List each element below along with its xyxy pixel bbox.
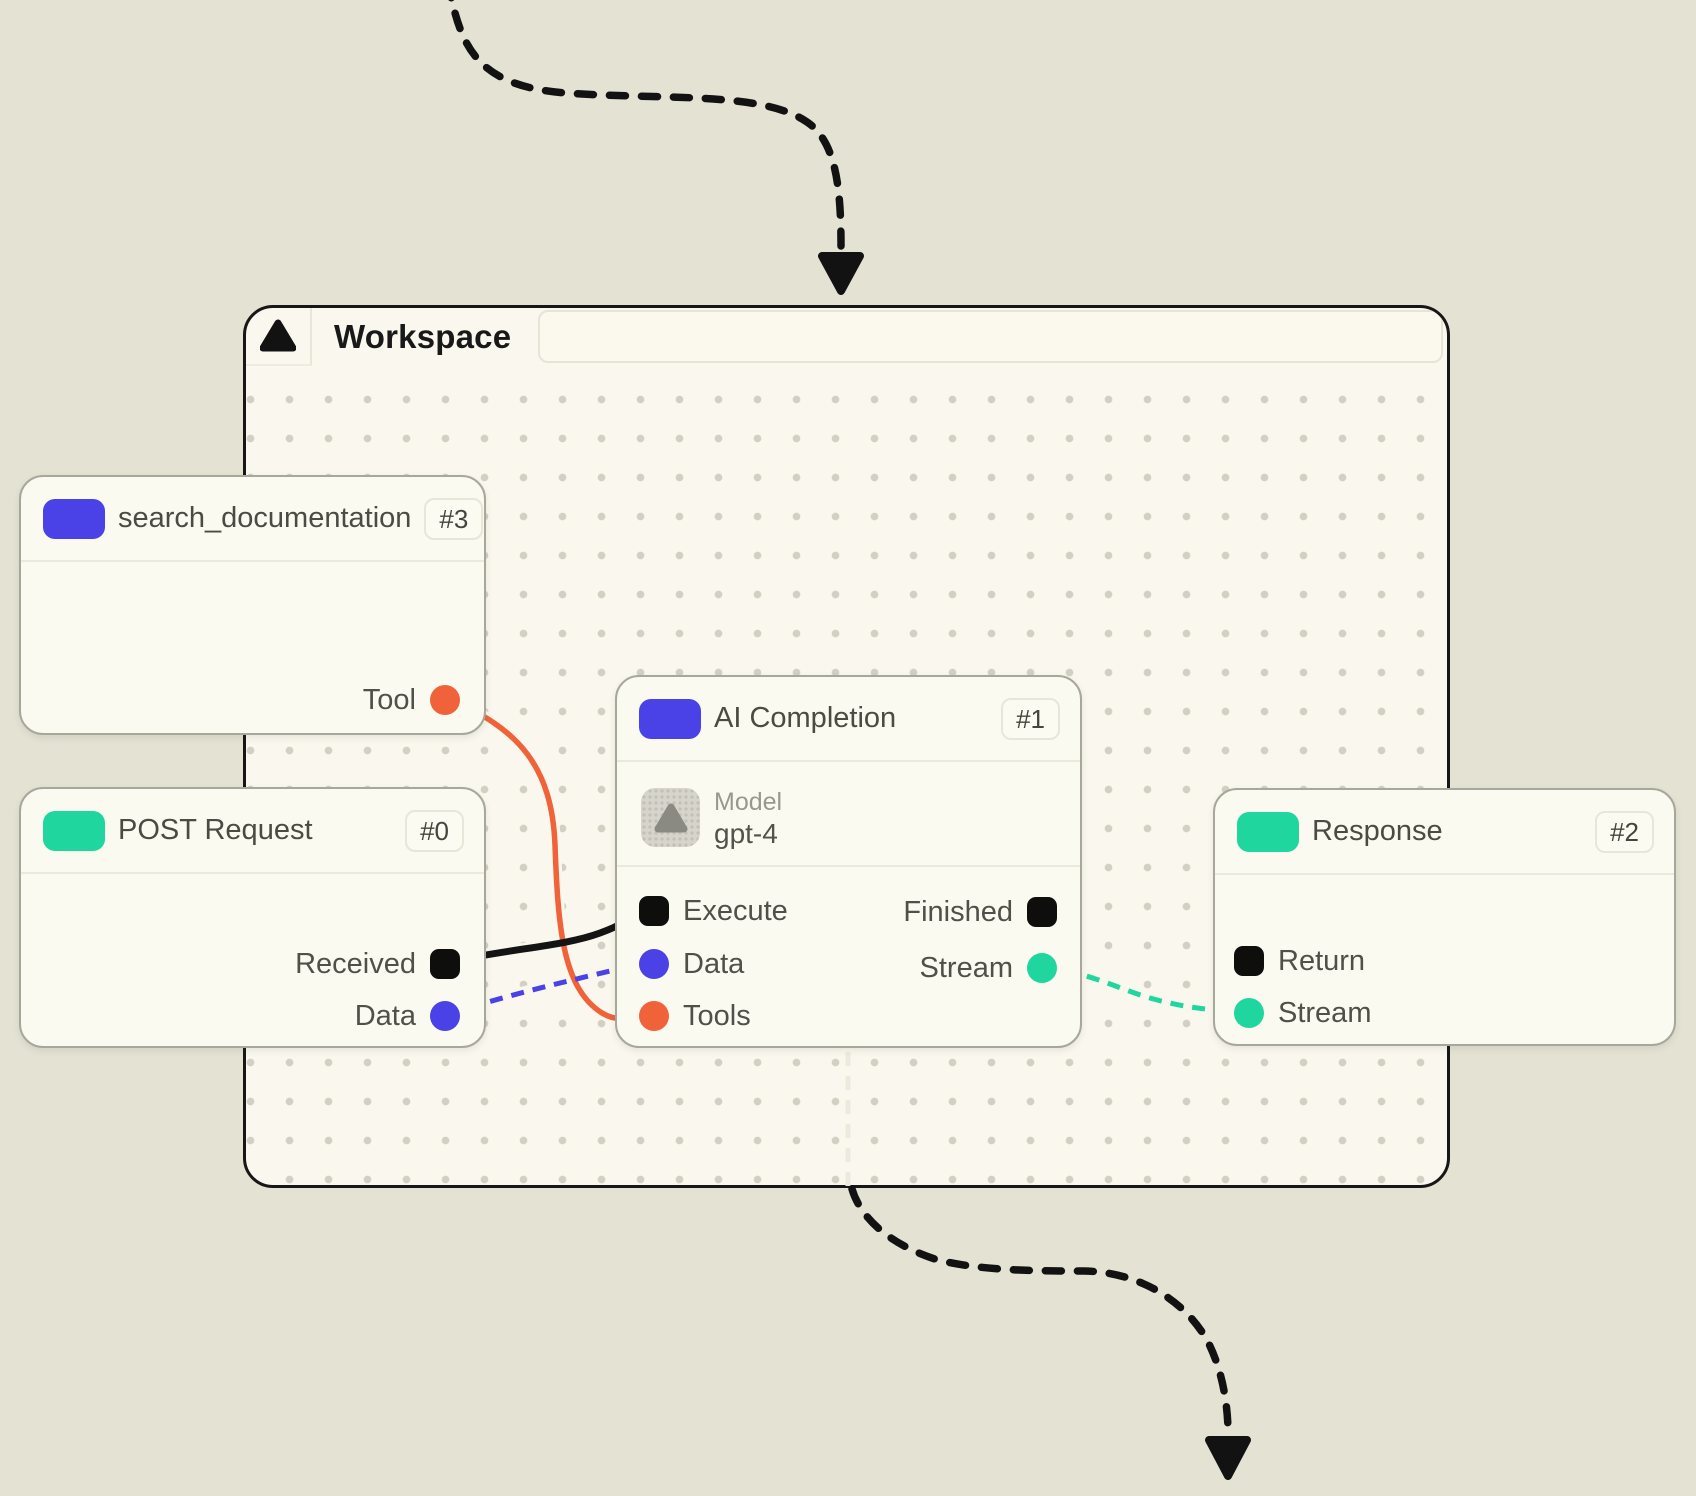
request-node-icon	[43, 810, 105, 851]
port-row-data: Data	[355, 1001, 460, 1031]
node-id-badge: #0	[405, 809, 464, 852]
port-row-received: Received	[295, 949, 460, 979]
stream-output-port[interactable]	[1027, 953, 1057, 983]
model-field-label: Model	[714, 788, 783, 816]
port-label-stream: Stream	[919, 952, 1013, 984]
node-id-badge: #3	[424, 497, 484, 540]
port-label-data: Data	[683, 948, 745, 980]
node-post-request-header: POST Request #0	[21, 789, 484, 874]
incoming-flow-arrow	[447, 0, 845, 250]
port-label-tool: Tool	[362, 684, 416, 716]
node-id-badge: #2	[1595, 810, 1654, 853]
port-label-received: Received	[295, 948, 416, 980]
return-input-port[interactable]	[1234, 946, 1264, 976]
port-row-stream: Stream	[1234, 998, 1371, 1028]
port-row-tool: Tool	[363, 685, 460, 715]
node-search-documentation[interactable]: search_documentation #3 Tool	[19, 475, 486, 735]
port-label-tools: Tools	[683, 1000, 751, 1032]
port-row-return: Return	[1234, 946, 1365, 976]
data-input-port[interactable]	[639, 949, 669, 979]
node-ai-completion-header: AI Completion #1	[617, 677, 1080, 762]
finished-output-port[interactable]	[1027, 897, 1057, 927]
tools-input-port[interactable]	[639, 1001, 669, 1031]
function-node-icon	[43, 498, 105, 539]
tab-bar-empty-slot[interactable]	[538, 310, 1443, 363]
port-label-finished: Finished	[903, 896, 1013, 928]
model-field-value[interactable]: gpt-4	[714, 818, 778, 849]
port-label-stream: Stream	[1278, 997, 1372, 1029]
node-ai-completion[interactable]: AI Completion #1 Model gpt-4 Execute Dat…	[615, 675, 1082, 1048]
received-output-port[interactable]	[430, 949, 460, 979]
node-response-header: Response #2	[1215, 790, 1674, 875]
port-row-data: Data	[639, 949, 744, 979]
app-logo-button[interactable]	[246, 308, 312, 366]
node-search-documentation-header: search_documentation #3	[21, 477, 484, 562]
node-title: AI Completion	[714, 702, 897, 734]
ai-node-icon	[639, 698, 701, 739]
response-node-icon	[1237, 811, 1299, 852]
port-row-finished: Finished	[903, 897, 1057, 927]
tab-workspace[interactable]: Workspace	[312, 308, 538, 366]
port-label-execute: Execute	[683, 895, 788, 927]
triangle-logo-icon	[260, 319, 296, 352]
outgoing-arrowhead-icon	[1205, 1436, 1251, 1480]
workspace-header: Workspace	[246, 308, 1447, 366]
node-title: POST Request	[118, 814, 313, 846]
model-provider-icon	[641, 788, 700, 847]
stream-input-port[interactable]	[1234, 998, 1264, 1028]
data-output-port[interactable]	[430, 1001, 460, 1031]
node-id-badge: #1	[1001, 697, 1060, 740]
node-title: search_documentation	[118, 502, 412, 534]
incoming-arrowhead-icon	[818, 252, 864, 295]
port-label-return: Return	[1278, 945, 1366, 977]
port-row-stream: Stream	[920, 953, 1057, 983]
outgoing-flow-arrow	[848, 1185, 1232, 1432]
section-divider	[617, 865, 1080, 867]
model-triangle-icon	[654, 803, 687, 832]
node-post-request[interactable]: POST Request #0 Received Data	[19, 787, 486, 1048]
node-title: Response	[1312, 815, 1443, 847]
port-label-data: Data	[354, 1000, 416, 1032]
tool-output-port[interactable]	[430, 685, 460, 715]
port-row-execute: Execute	[639, 896, 788, 926]
port-row-tools: Tools	[639, 1001, 751, 1031]
node-response[interactable]: Response #2 Return Stream	[1213, 788, 1676, 1046]
workspace-title: Workspace	[334, 318, 512, 355]
execute-input-port[interactable]	[639, 896, 669, 926]
